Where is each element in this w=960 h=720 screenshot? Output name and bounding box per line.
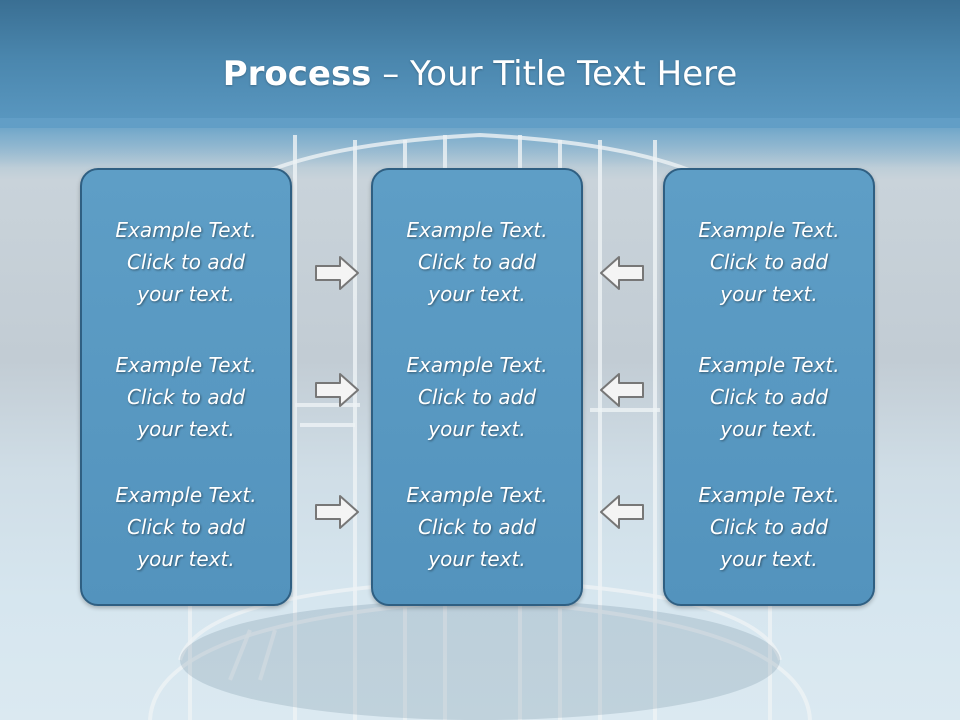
text-line: Example Text. (698, 218, 840, 242)
text-line: your text. (137, 547, 235, 571)
text-line: Click to add (709, 250, 829, 274)
text-placeholder[interactable]: Example Text. Click to add your text. (665, 214, 873, 310)
right-arrow-icon (315, 256, 359, 290)
text-line: Click to add (709, 515, 829, 539)
text-placeholder[interactable]: Example Text. Click to add your text. (665, 479, 873, 575)
left-arrow-icon (600, 373, 644, 407)
text-line: Click to add (126, 250, 246, 274)
text-placeholder[interactable]: Example Text. Click to add your text. (373, 214, 581, 310)
text-placeholder[interactable]: Example Text. Click to add your text. (665, 349, 873, 445)
text-line: Example Text. (698, 353, 840, 377)
text-placeholder[interactable]: Example Text. Click to add your text. (82, 479, 290, 575)
text-line: Click to add (709, 385, 829, 409)
text-line: Click to add (417, 385, 537, 409)
header-fade (0, 118, 960, 168)
right-arrow-icon (315, 373, 359, 407)
middle-text-panel: Example Text. Click to add your text. Ex… (371, 168, 583, 606)
text-line: Click to add (417, 250, 537, 274)
right-text-panel: Example Text. Click to add your text. Ex… (663, 168, 875, 606)
text-placeholder[interactable]: Example Text. Click to add your text. (373, 349, 581, 445)
text-line: Example Text. (406, 353, 548, 377)
text-line: Example Text. (115, 483, 257, 507)
text-line: Click to add (126, 515, 246, 539)
text-line: Click to add (417, 515, 537, 539)
text-line: your text. (428, 282, 526, 306)
text-line: your text. (720, 282, 818, 306)
text-line: Example Text. (115, 353, 257, 377)
left-arrow-icon (600, 495, 644, 529)
text-line: Example Text. (115, 218, 257, 242)
text-line: your text. (428, 417, 526, 441)
left-arrow-icon (600, 256, 644, 290)
header-band (0, 0, 960, 128)
text-line: your text. (428, 547, 526, 571)
text-placeholder[interactable]: Example Text. Click to add your text. (82, 214, 290, 310)
text-placeholder[interactable]: Example Text. Click to add your text. (373, 479, 581, 575)
right-arrow-icon (315, 495, 359, 529)
text-line: your text. (720, 547, 818, 571)
text-line: Example Text. (406, 218, 548, 242)
text-line: your text. (720, 417, 818, 441)
left-text-panel: Example Text. Click to add your text. Ex… (80, 168, 292, 606)
title-rest: – Your Title Text Here (371, 54, 738, 94)
text-line: Click to add (126, 385, 246, 409)
text-line: Example Text. (406, 483, 548, 507)
text-line: your text. (137, 417, 235, 441)
text-placeholder[interactable]: Example Text. Click to add your text. (82, 349, 290, 445)
title-bold: Process (222, 54, 372, 94)
text-line: your text. (137, 282, 235, 306)
page-title: Process – Your Title Text Here (0, 52, 960, 96)
text-line: Example Text. (698, 483, 840, 507)
